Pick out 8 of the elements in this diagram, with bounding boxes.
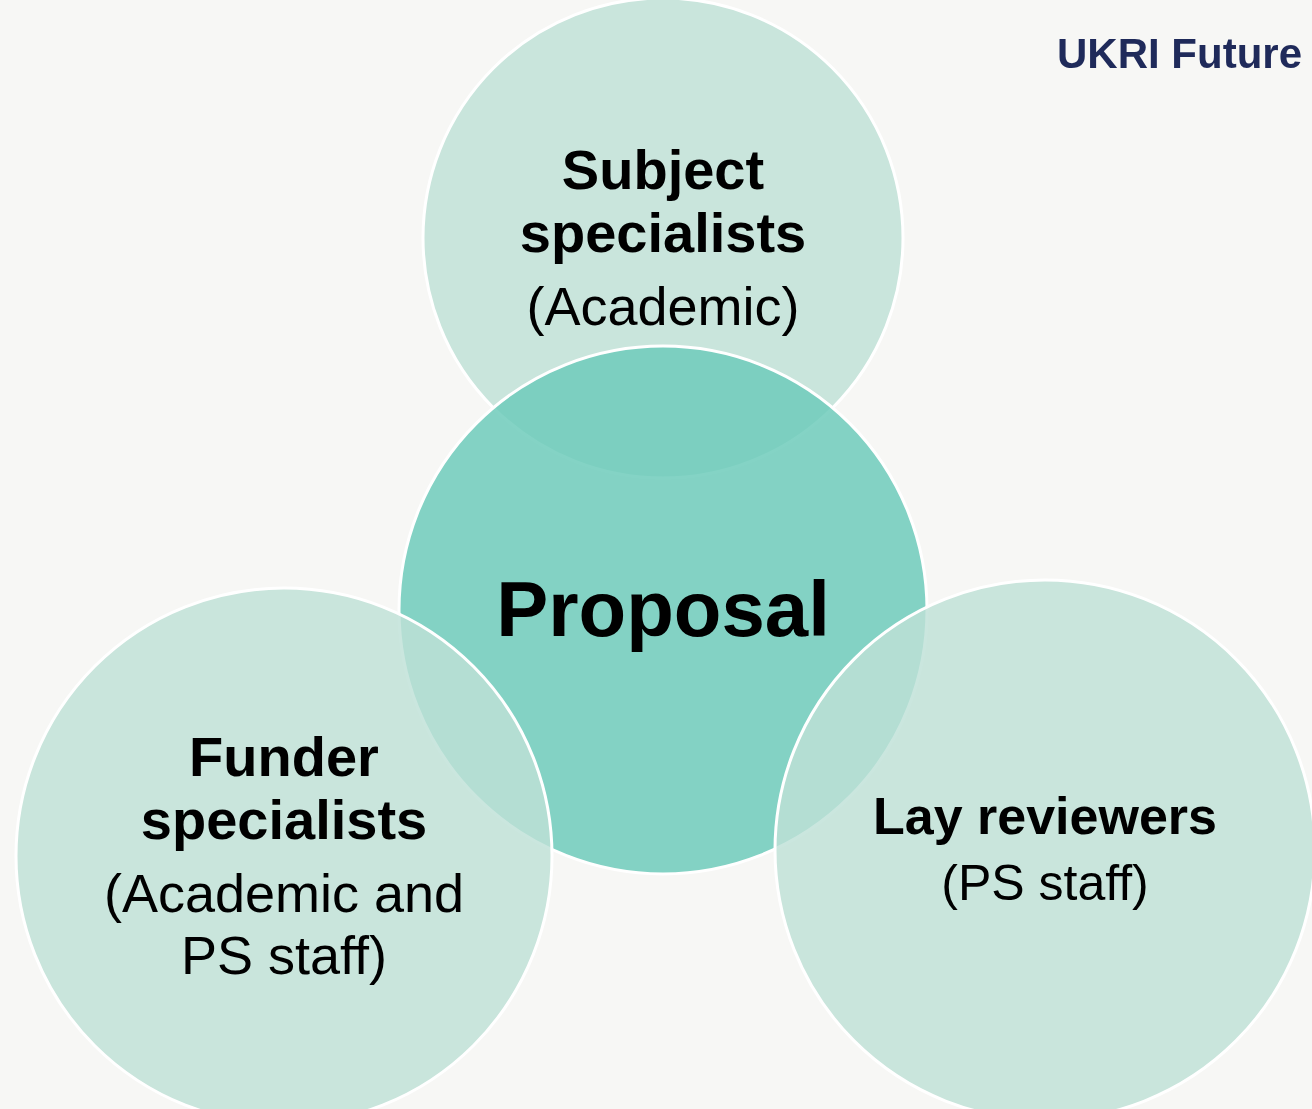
- node-heading: Subject specialists: [518, 139, 808, 265]
- node-subtext: (Academic): [526, 274, 800, 337]
- node-subtext: (PS staff): [941, 855, 1149, 913]
- node-heading: Lay reviewers: [873, 787, 1217, 846]
- header-text: UKRI Future: [1057, 30, 1302, 78]
- node-subtext: (Academic and PS staff): [102, 861, 466, 986]
- node-heading: Funder specialists: [139, 726, 429, 852]
- node-heading: Proposal: [496, 566, 830, 654]
